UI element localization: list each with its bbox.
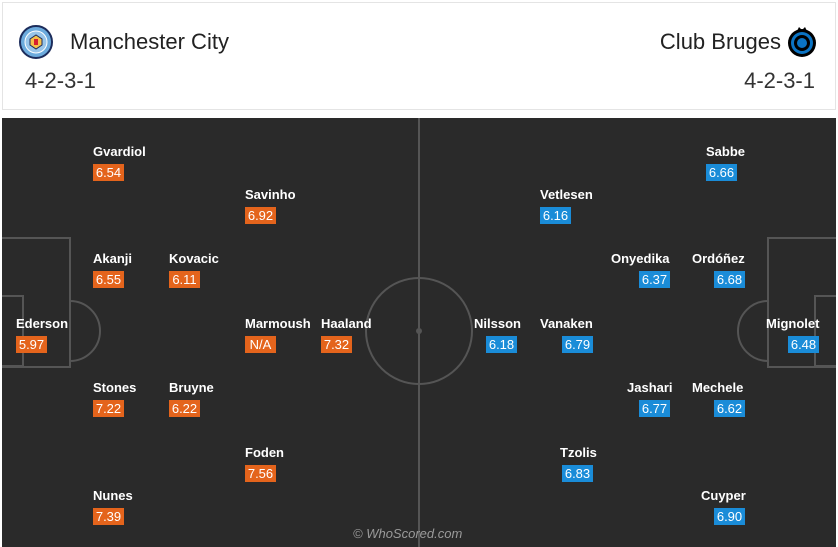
player-name: Akanji [93, 251, 133, 266]
match-header: Manchester City 4-2-3-1 Club Bruges 4-2-… [2, 2, 836, 110]
player-name: Foden [245, 445, 284, 460]
home-team-name[interactable]: Manchester City [70, 29, 229, 54]
player-away-ordonez[interactable]: Ordóñez 6.68 [692, 251, 745, 289]
rating-badge: 7.32 [321, 336, 352, 353]
player-name: Tzolis [560, 445, 597, 460]
rating-badge: 6.79 [562, 336, 593, 353]
player-home-haaland[interactable]: Haaland 7.32 [321, 316, 372, 354]
player-away-cuyper[interactable]: Cuyper 6.90 [701, 488, 746, 526]
player-name: Marmoush [245, 316, 311, 331]
player-name: Savinho [245, 187, 296, 202]
rating-badge: 6.92 [245, 207, 276, 224]
player-name: Haaland [321, 316, 372, 331]
rating-badge: 7.39 [93, 508, 124, 525]
player-name: Stones [93, 380, 137, 395]
rating-badge: 6.54 [93, 164, 124, 181]
player-away-vetlesen[interactable]: Vetlesen 6.16 [540, 187, 593, 225]
rating-badge: 6.11 [169, 271, 200, 288]
away-team-name[interactable]: Club Bruges [659, 29, 781, 54]
player-name: Jashari [627, 380, 673, 395]
rating-badge: 6.62 [714, 400, 745, 417]
player-home-gvardiol[interactable]: Gvardiol 6.54 [93, 144, 146, 182]
player-name: Onyedika [611, 251, 670, 266]
rating-badge: N/A [245, 336, 276, 353]
rating-badge: 6.68 [714, 271, 745, 288]
pitch-markings [2, 118, 836, 547]
player-home-kovacic[interactable]: Kovacic 6.11 [169, 251, 219, 289]
player-away-sabbe[interactable]: Sabbe 6.66 [706, 144, 745, 182]
player-away-tzolis[interactable]: Tzolis 6.83 [560, 445, 597, 483]
player-name: Vanaken [540, 316, 593, 331]
player-name: Cuyper [701, 488, 746, 503]
rating-badge: 7.22 [93, 400, 124, 417]
player-away-onyedika[interactable]: Onyedika 6.37 [611, 251, 670, 289]
player-name: Vetlesen [540, 187, 593, 202]
away-formation: 4-2-3-1 [744, 68, 815, 93]
player-away-jashari[interactable]: Jashari 6.77 [627, 380, 673, 418]
rating-badge: 6.66 [706, 164, 737, 181]
player-home-nunes[interactable]: Nunes 7.39 [93, 488, 133, 526]
rating-badge: 5.97 [16, 336, 47, 353]
player-home-stones[interactable]: Stones 7.22 [93, 380, 136, 418]
player-home-ederson[interactable]: Ederson 5.97 [16, 316, 68, 354]
rating-badge: 6.37 [639, 271, 670, 288]
player-name: Kovacic [169, 251, 219, 266]
club-bruges-crest-icon [788, 27, 816, 57]
player-home-akanji[interactable]: Akanji 6.55 [93, 251, 132, 289]
player-home-bruyne[interactable]: Bruyne 6.22 [169, 380, 214, 418]
player-name: Nilsson [474, 316, 521, 331]
player-home-savinho[interactable]: Savinho 6.92 [245, 187, 296, 225]
pitch: Gvardiol 6.54 Savinho 6.92 Akanji 6.55 K… [2, 118, 836, 547]
rating-badge: 7.56 [245, 465, 276, 482]
player-name: Sabbe [706, 144, 746, 159]
player-away-nilsson[interactable]: Nilsson 6.18 [474, 316, 521, 354]
rating-badge: 6.18 [486, 336, 517, 353]
player-name: Mechele [692, 380, 744, 395]
player-away-mechele[interactable]: Mechele 6.62 [692, 380, 745, 418]
rating-badge: 6.55 [93, 271, 124, 288]
player-name: Ederson [16, 316, 69, 331]
player-home-foden[interactable]: Foden 7.56 [245, 445, 284, 483]
rating-badge: 6.77 [639, 400, 670, 417]
player-name: Mignolet [766, 316, 820, 331]
rating-badge: 6.48 [788, 336, 819, 353]
whoscored-watermark: © WhoScored.com [353, 526, 463, 541]
rating-badge: 6.90 [714, 508, 745, 525]
player-name: Nunes [93, 488, 133, 503]
player-name: Ordóñez [692, 251, 745, 266]
player-away-mignolet[interactable]: Mignolet 6.48 [766, 316, 819, 354]
player-name: Bruyne [169, 380, 214, 395]
rating-badge: 6.83 [562, 465, 593, 482]
player-home-marmoush[interactable]: Marmoush N/A [245, 316, 311, 354]
home-formation: 4-2-3-1 [25, 68, 96, 93]
player-away-vanaken[interactable]: Vanaken 6.79 [540, 316, 593, 354]
manchester-city-crest-icon [19, 25, 53, 59]
rating-badge: 6.16 [540, 207, 571, 224]
rating-badge: 6.22 [169, 400, 200, 417]
player-name: Gvardiol [93, 144, 146, 159]
